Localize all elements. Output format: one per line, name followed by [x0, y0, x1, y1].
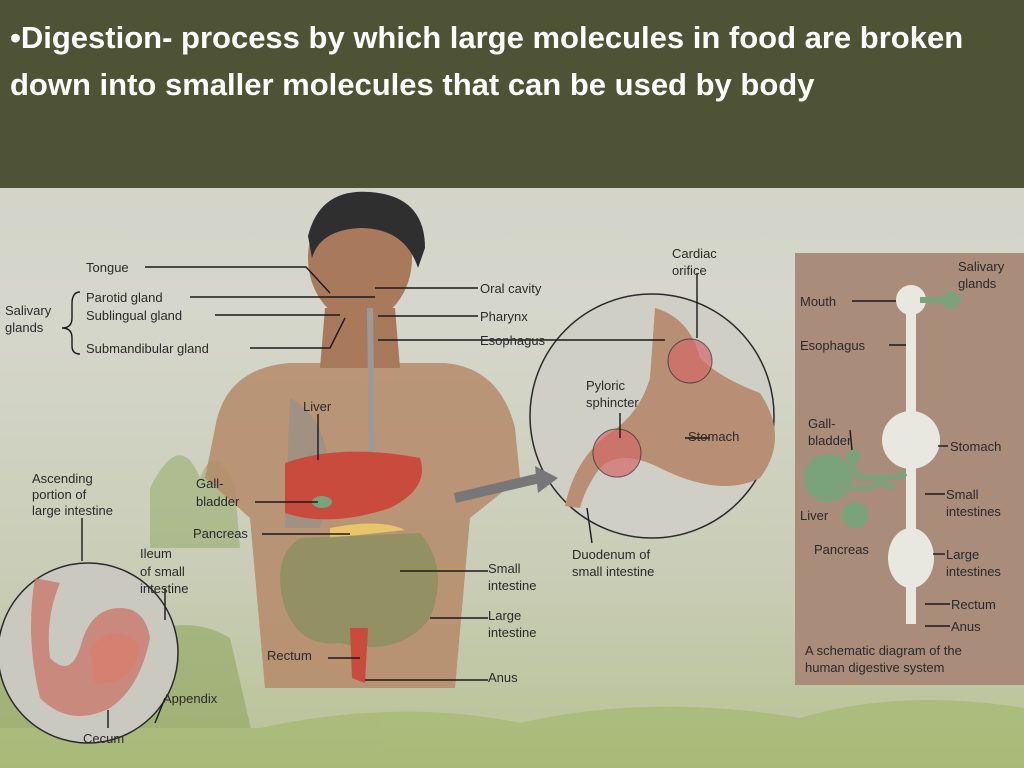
label-large-intestine-2: intestine — [488, 625, 536, 640]
schematic-gallbladder-2: bladder — [808, 433, 852, 448]
label-ileum-3: intestine — [140, 581, 188, 596]
schematic-large-2: intestines — [946, 564, 1001, 579]
label-ascending-2: portion of — [32, 487, 87, 502]
schematic-stomach: Stomach — [950, 439, 1001, 454]
digestive-diagram: Tongue Salivary glands Parotid gland Sub… — [0, 191, 1024, 768]
label-pancreas: Pancreas — [193, 526, 248, 541]
schematic-caption-2: human digestive system — [805, 660, 944, 675]
schematic-mouth: Mouth — [800, 294, 836, 309]
schematic-large-1: Large — [946, 547, 979, 562]
label-parotid: Parotid gland — [86, 290, 163, 305]
intestine-inset — [0, 562, 179, 744]
label-esophagus: Esophagus — [480, 333, 546, 348]
schematic-pancreas: Pancreas — [814, 542, 869, 557]
label-pharynx: Pharynx — [480, 309, 528, 324]
title-bar: •Digestion- process by which large molec… — [0, 0, 1024, 188]
schematic-rectum: Rectum — [951, 597, 996, 612]
label-duodenum-1: Duodenum of — [572, 547, 650, 562]
label-gallbladder-2: bladder — [196, 494, 240, 509]
label-pyloric-1: Pyloric — [586, 378, 626, 393]
schematic-small-1: Small — [946, 487, 979, 502]
label-sublingual: Sublingual gland — [86, 308, 182, 323]
schematic-liver: Liver — [800, 508, 829, 523]
stomach-inset — [453, 293, 775, 539]
schematic-salivary-2: glands — [958, 276, 997, 291]
label-oral-cavity: Oral cavity — [480, 281, 542, 296]
label-tongue: Tongue — [86, 260, 129, 275]
label-ileum-1: Ileum — [140, 546, 172, 561]
label-cardiac-2: orifice — [672, 263, 707, 278]
label-gallbladder-1: Gall- — [196, 476, 223, 491]
label-duodenum-2: small intestine — [572, 564, 654, 579]
label-stomach: Stomach — [688, 429, 739, 444]
label-small-intestine-2: intestine — [488, 578, 536, 593]
slide-title: •Digestion- process by which large molec… — [10, 20, 964, 102]
schematic-panel — [795, 253, 1024, 685]
label-ileum-2: of small — [140, 564, 185, 579]
digestive-system-figure: Tongue Salivary glands Parotid gland Sub… — [0, 188, 1024, 768]
label-small-intestine-1: Small — [488, 561, 521, 576]
label-salivary-glands-1: Salivary — [5, 303, 52, 318]
labels: Tongue Salivary glands Parotid gland Sub… — [5, 246, 1005, 746]
label-cecum: Cecum — [83, 731, 124, 746]
schematic-gallbladder-1: Gall- — [808, 416, 835, 431]
schematic-anus: Anus — [951, 619, 981, 634]
label-large-intestine-1: Large — [488, 608, 521, 623]
label-submandibular: Submandibular gland — [86, 341, 209, 356]
label-anus: Anus — [488, 670, 518, 685]
schematic-caption-1: A schematic diagram of the — [805, 643, 962, 658]
leader-lines — [61, 266, 950, 728]
label-ascending-1: Ascending — [32, 471, 93, 486]
human-figure — [205, 191, 520, 688]
label-salivary-glands-2: glands — [5, 320, 44, 335]
label-cardiac-1: Cardiac — [672, 246, 717, 261]
label-ascending-3: large intestine — [32, 503, 113, 518]
label-liver: Liver — [303, 399, 332, 414]
label-pyloric-2: sphincter — [586, 395, 639, 410]
schematic-salivary-1: Salivary — [958, 259, 1005, 274]
label-rectum: Rectum — [267, 648, 312, 663]
schematic-small-2: intestines — [946, 504, 1001, 519]
schematic-esophagus: Esophagus — [800, 338, 866, 353]
label-appendix: Appendix — [163, 691, 218, 706]
